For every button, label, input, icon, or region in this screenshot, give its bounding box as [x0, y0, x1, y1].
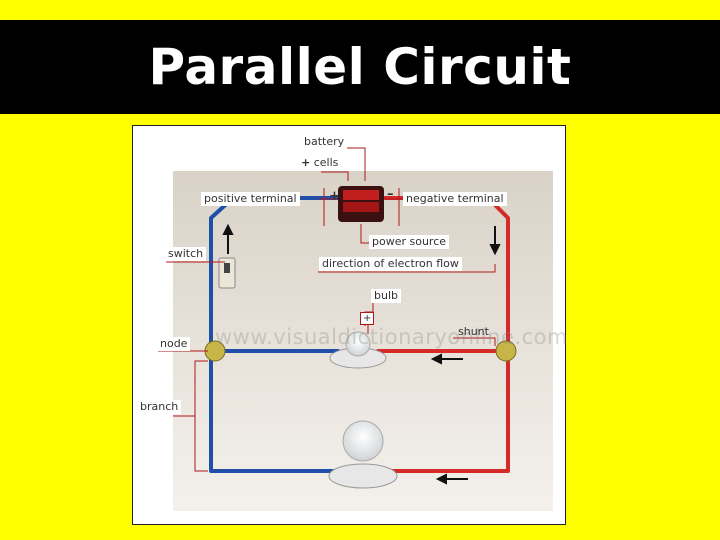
- battery-icon: [338, 186, 384, 222]
- battery-minus-sign: –: [387, 187, 394, 202]
- lower-bulb-icon: [328, 420, 398, 489]
- slide-title: Parallel Circuit: [148, 38, 572, 96]
- battery-plus-sign: +: [329, 189, 340, 204]
- label-bulb: bulb: [371, 289, 401, 303]
- label-shunt: shunt: [458, 325, 489, 338]
- right-node-icon: [495, 340, 517, 362]
- label-node: node: [157, 337, 191, 351]
- upper-bulb-icon: [329, 331, 387, 369]
- label-positive-terminal: positive terminal: [201, 192, 300, 206]
- label-negative-terminal: negative terminal: [403, 192, 507, 206]
- title-bar: Parallel Circuit: [0, 20, 720, 114]
- bulb-plus-sign: +: [360, 312, 375, 325]
- label-cells: cells: [313, 156, 339, 169]
- watermark: www.visualdictionaryonline.com: [215, 325, 568, 349]
- label-battery: battery: [301, 135, 348, 149]
- label-direction-of-electron-flow: direction of electron flow: [319, 257, 462, 271]
- circuit-diagram: www.visualdictionaryonline.com battery +…: [132, 125, 568, 525]
- switch-icon: [218, 257, 236, 289]
- label-branch: branch: [137, 400, 182, 414]
- label-cells-plus: +: [301, 156, 311, 169]
- label-cells-group: + cells: [298, 156, 342, 170]
- label-power-source: power source: [369, 235, 450, 249]
- label-switch: switch: [165, 247, 207, 261]
